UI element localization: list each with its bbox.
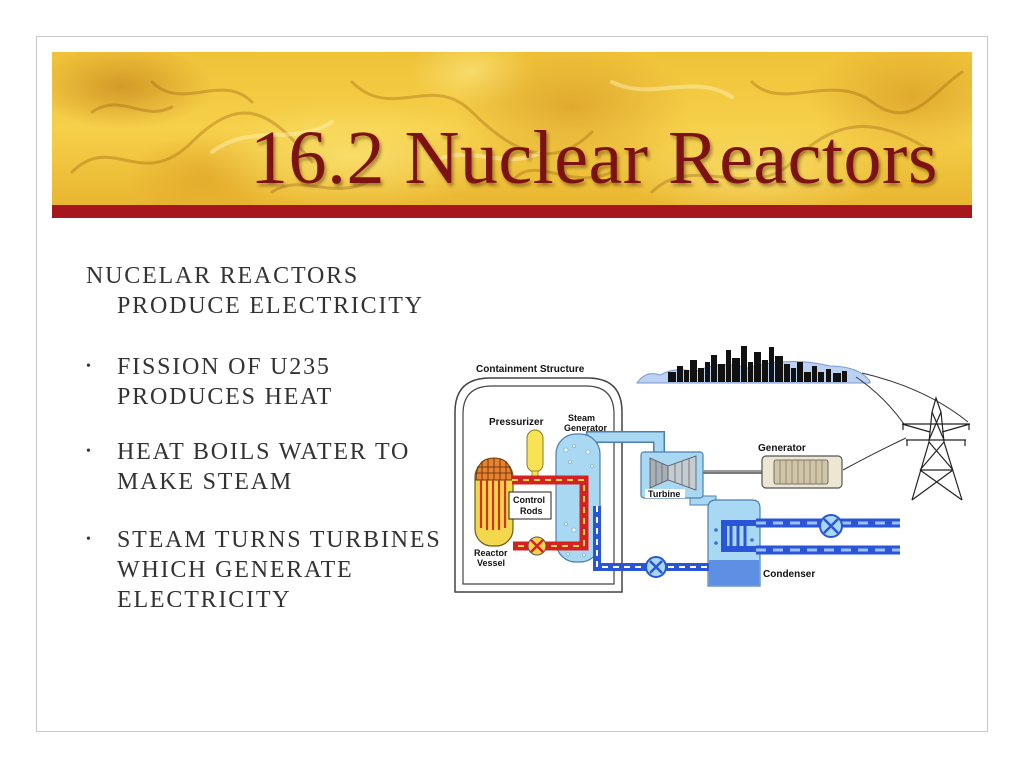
bullet-marker: • xyxy=(86,532,91,547)
slide-title: 16.2 Nuclear Reactors xyxy=(250,116,938,200)
building xyxy=(711,355,717,382)
bullet-marker: • xyxy=(86,444,91,459)
building xyxy=(726,350,731,382)
bullet-item: • FISSION OF U235 PRODUCES HEAT xyxy=(86,352,446,412)
building xyxy=(677,366,683,382)
bullet-line: STEAM TURNS TURBINES xyxy=(117,527,442,553)
bullet-line: FISSION OF U235 xyxy=(117,354,331,380)
primary-coolant-loop xyxy=(512,475,589,551)
banner-texture xyxy=(70,70,964,194)
building xyxy=(684,370,689,382)
cooling-water-pump xyxy=(819,514,843,538)
reactor-vessel xyxy=(474,457,514,547)
feedwater-pump xyxy=(645,556,667,578)
label-control-rods: Rods xyxy=(520,506,543,516)
building xyxy=(826,369,831,382)
reactor-diagram: Containment Structure Pressurizer Steam … xyxy=(454,346,971,593)
condenser-coil xyxy=(721,520,758,552)
building xyxy=(718,364,725,382)
building xyxy=(741,346,747,382)
label-reactor-vessel: Reactor xyxy=(474,548,508,558)
bullet-marker: • xyxy=(86,359,91,374)
building xyxy=(775,356,783,382)
label-steam-generator: Generator xyxy=(564,423,608,433)
building xyxy=(812,366,817,382)
steam-generator xyxy=(555,433,601,563)
building xyxy=(791,368,796,382)
bullet-line: MAKE STEAM xyxy=(117,469,294,495)
building xyxy=(833,373,841,382)
bullet-line: PRODUCES HEAT xyxy=(117,384,334,410)
label-condenser: Condenser xyxy=(763,569,815,580)
intro-paragraph: NUCELAR REACTORS PRODUCE ELECTRICITY xyxy=(86,261,446,321)
label-steam-generator: Steam xyxy=(568,413,595,423)
intro-line: PRODUCE ELECTRICITY xyxy=(117,293,424,319)
bullet-line: HEAT BOILS WATER TO xyxy=(117,439,411,465)
building xyxy=(784,364,790,382)
control-rods xyxy=(479,480,507,530)
label-containment-structure: Containment Structure xyxy=(476,364,585,375)
building xyxy=(754,352,761,382)
slide-frame xyxy=(36,36,988,732)
condenser xyxy=(707,499,761,587)
label-generator: Generator xyxy=(758,443,806,454)
bullet-line: ELECTRICITY xyxy=(117,587,292,613)
control-rods-label-box xyxy=(508,491,552,520)
building xyxy=(698,368,704,382)
title-accent-bar xyxy=(52,205,972,218)
label-turbine: Turbine xyxy=(648,489,680,499)
building xyxy=(762,360,768,382)
building xyxy=(769,347,774,382)
bullet-item: • HEAT BOILS WATER TO MAKE STEAM xyxy=(86,437,446,497)
building xyxy=(842,371,847,382)
building xyxy=(804,372,811,382)
transmission-tower xyxy=(901,396,971,501)
building xyxy=(732,358,740,382)
building xyxy=(797,362,803,382)
power-lines xyxy=(842,372,969,471)
bullet-item: • STEAM TURNS TURBINES WHICH GENERATE EL… xyxy=(86,525,446,615)
reactor-coolant-pump xyxy=(527,536,547,556)
label-pressurizer: Pressurizer xyxy=(489,417,544,428)
city-skyline xyxy=(636,346,871,384)
title-banner xyxy=(52,52,972,205)
label-reactor-vessel: Vessel xyxy=(477,558,505,568)
building xyxy=(748,362,753,382)
building xyxy=(818,372,824,382)
building xyxy=(668,372,676,382)
label-control-rods: Control xyxy=(513,495,545,505)
building xyxy=(705,362,710,382)
generator xyxy=(761,455,843,489)
bullet-line: WHICH GENERATE xyxy=(117,557,354,583)
intro-line: NUCELAR REACTORS xyxy=(86,263,360,289)
building xyxy=(690,360,697,382)
feedwater-pipe xyxy=(593,506,709,571)
turbine xyxy=(640,451,704,499)
